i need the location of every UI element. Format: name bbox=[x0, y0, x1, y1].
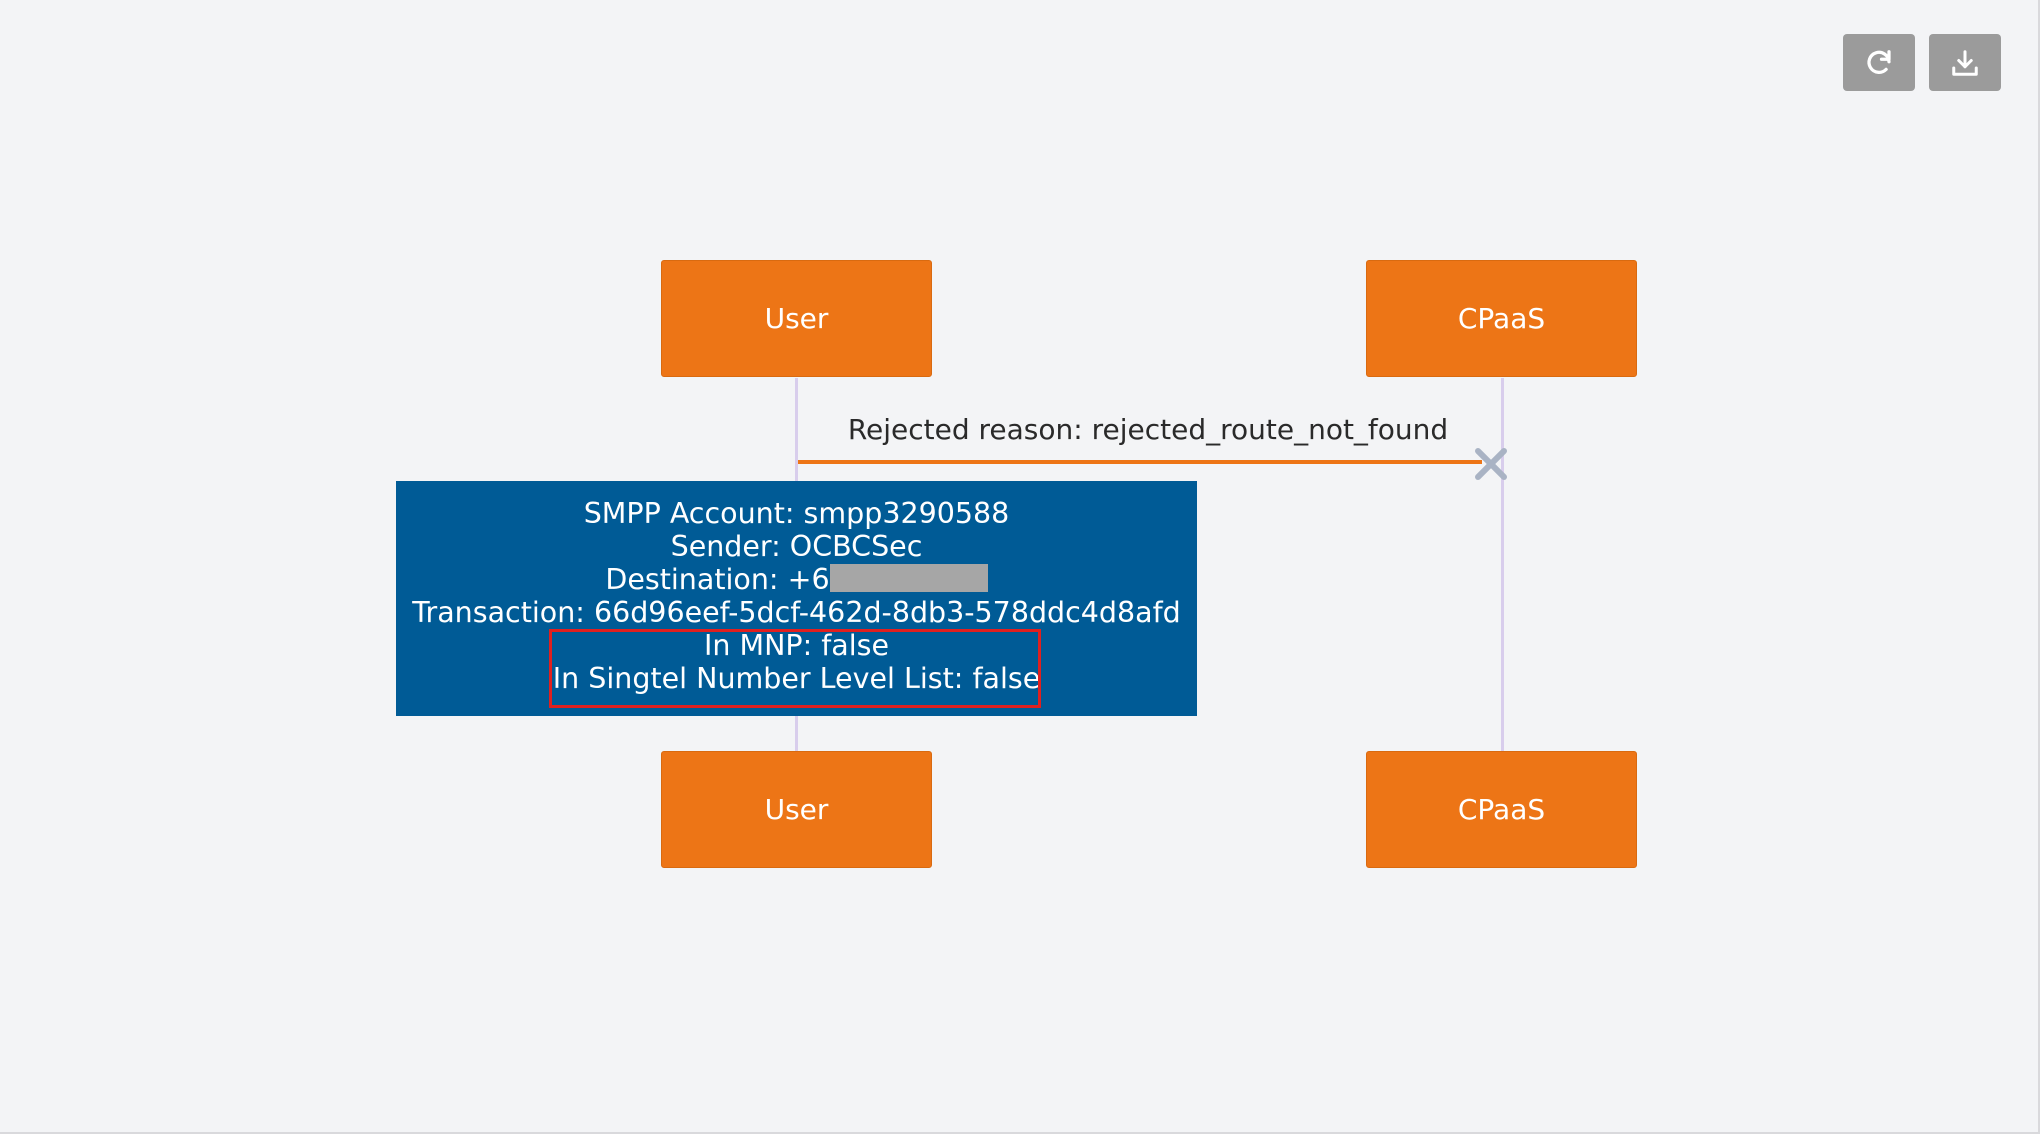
actor-label: User bbox=[764, 793, 829, 826]
download-icon bbox=[1950, 48, 1980, 78]
download-button[interactable] bbox=[1929, 34, 2001, 91]
note-smpp-account: SMPP Account: smpp3290588 bbox=[583, 497, 1010, 530]
note-in-singtel: In Singtel Number Level List: false bbox=[552, 662, 1041, 695]
actor-label: CPaaS bbox=[1457, 302, 1546, 335]
note-in-mnp: In MNP: false bbox=[703, 629, 890, 662]
message-label: Rejected reason: rejected_route_not_foun… bbox=[847, 413, 1449, 446]
message-arrow-line bbox=[798, 460, 1482, 464]
highlight-box bbox=[549, 629, 1041, 708]
refresh-icon bbox=[1864, 48, 1894, 78]
actor-label: CPaaS bbox=[1457, 793, 1546, 826]
note-destination: Destination: +6 bbox=[605, 563, 830, 596]
actor-cpaas-top[interactable]: CPaaS bbox=[1366, 260, 1637, 377]
cpaas-lifeline bbox=[1501, 378, 1504, 751]
actor-label: User bbox=[764, 302, 829, 335]
note-transaction: Transaction: 66d96eef-5dcf-462d-8db3-578… bbox=[412, 596, 1181, 629]
refresh-button[interactable] bbox=[1843, 34, 1915, 91]
note-sender: Sender: OCBCSec bbox=[670, 530, 923, 563]
actor-user-bottom[interactable]: User bbox=[661, 751, 932, 868]
cross-icon bbox=[1474, 447, 1508, 485]
actor-cpaas-bottom[interactable]: CPaaS bbox=[1366, 751, 1637, 868]
note-destination-row: Destination: +6 bbox=[396, 563, 1197, 596]
redacted-block bbox=[829, 564, 988, 592]
actor-user-top[interactable]: User bbox=[661, 260, 932, 377]
message-note: SMPP Account: smpp3290588 Sender: OCBCSe… bbox=[396, 481, 1197, 716]
